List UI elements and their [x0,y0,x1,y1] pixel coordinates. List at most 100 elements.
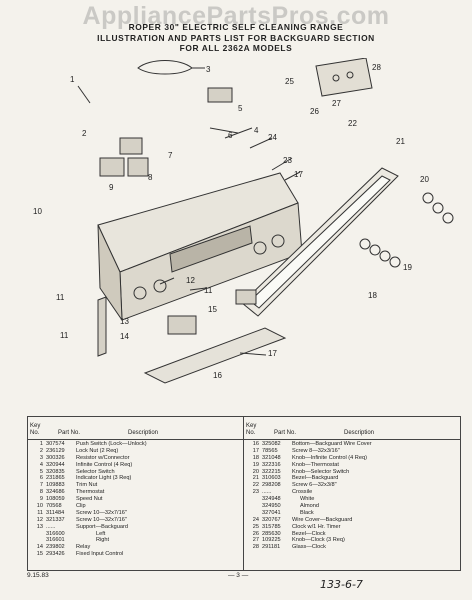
part-description: Crossile [292,489,313,496]
part-description: Fixed Input Control [76,551,124,558]
part-description: Knob—Thermostat [292,461,339,468]
key-number: 9 [39,496,43,503]
key-number: 10 [36,503,43,510]
key-number: 2 [39,447,43,454]
key-number: 6 [39,475,43,482]
part-description: Relay [76,544,91,551]
part-number: 291181 [262,544,281,551]
parts-row: 23...... Crossile [244,489,460,496]
callout: 14 [120,332,129,341]
key-number: 17 [252,447,259,454]
key-number: 3 [39,454,43,461]
key-number: 24 [252,516,259,523]
part-description: Bezel—Backguard [292,475,339,482]
key-number: 26 [252,530,259,537]
part-number: 307574 [46,441,65,447]
key-number: 23 [252,489,259,496]
part-number: ...... [262,489,272,496]
key-number: 12 [36,516,43,523]
header-line-2: ILLUSTRATION AND PARTS LIST FOR BACKGUAR… [97,32,375,43]
part-number: 315785 [262,523,281,530]
exploded-parts-diagram: 1 2 3 4 5 6 7 8 9 10 11 11 11 12 13 14 1… [33,58,454,384]
part-description: Screw 6—32x3/8" [292,482,337,489]
key-number [28,537,46,544]
callout: 10 [33,207,42,216]
part-number: 109883 [46,482,65,489]
callout: 9 [109,183,114,192]
part-description: Black [300,509,314,516]
handwritten-note: 133-6-7 [320,578,363,591]
part-description: Knob—Selector Switch [292,468,350,475]
part-description: Almond [300,503,319,510]
callout: 4 [254,126,259,135]
part-description: Wire Cover—Backguard [292,516,353,523]
part-number: 78565 [262,447,278,454]
part-description: Screw 10—32x7/16" [76,509,127,516]
part-description: Resistor w/Connector [76,454,130,461]
part-description: Knob—Clock (3 Req) [292,537,345,544]
part-number: 236129 [46,447,65,454]
key-number: 15 [36,551,43,558]
page-number: — 3 — [228,572,249,579]
header-part: Part No. [58,430,81,436]
callout: 28 [372,63,381,72]
page-header: ROPER 30" ELECTRIC SELF CLEANING RANGE I… [0,22,472,54]
key-number: 28 [252,544,259,551]
part-number: 310603 [262,475,281,482]
callout: 25 [285,77,294,86]
header-line-3: FOR ALL 2362A MODELS [179,43,293,54]
part-number: 320944 [46,461,65,468]
callout: 22 [348,119,357,128]
part-description: Clip [76,503,86,510]
part-number: 322316 [262,461,281,468]
key-number: 14 [36,544,43,551]
callout: 20 [420,175,429,184]
part-description: Trim Nut [76,482,98,489]
callout: 11 [60,331,69,340]
key-number: 21 [252,475,259,482]
key-number: 5 [39,468,43,475]
callout: 3 [206,65,211,74]
header-line-1: ROPER 30" ELECTRIC SELF CLEANING RANGE [128,22,344,32]
part-number: 321337 [46,516,65,523]
key-number: 13 [36,523,43,530]
callout: 8 [148,173,153,182]
bottom-wire-cover [143,327,287,384]
key-number: 25 [252,523,259,530]
key-number [244,503,262,510]
part-number: 298208 [262,482,281,489]
part-description: Bottom—Backguard Wire Cover [292,441,372,447]
key-number [244,510,262,517]
resistor [137,60,193,75]
part-number: 316601 [46,537,65,544]
part-number: 109225 [262,537,281,544]
part-description: Knob—Infinite Control (4 Req) [292,454,367,461]
key-number: 27 [252,537,259,544]
callout: 19 [403,263,412,272]
part-number: 322215 [262,468,281,475]
part-number: 300326 [46,454,65,461]
part-description: Support—Backguard [76,523,128,530]
part-number: 316600 [46,530,65,537]
callout: 6 [228,131,233,140]
part-number: ...... [46,523,56,530]
part-number: 325082 [262,441,281,447]
